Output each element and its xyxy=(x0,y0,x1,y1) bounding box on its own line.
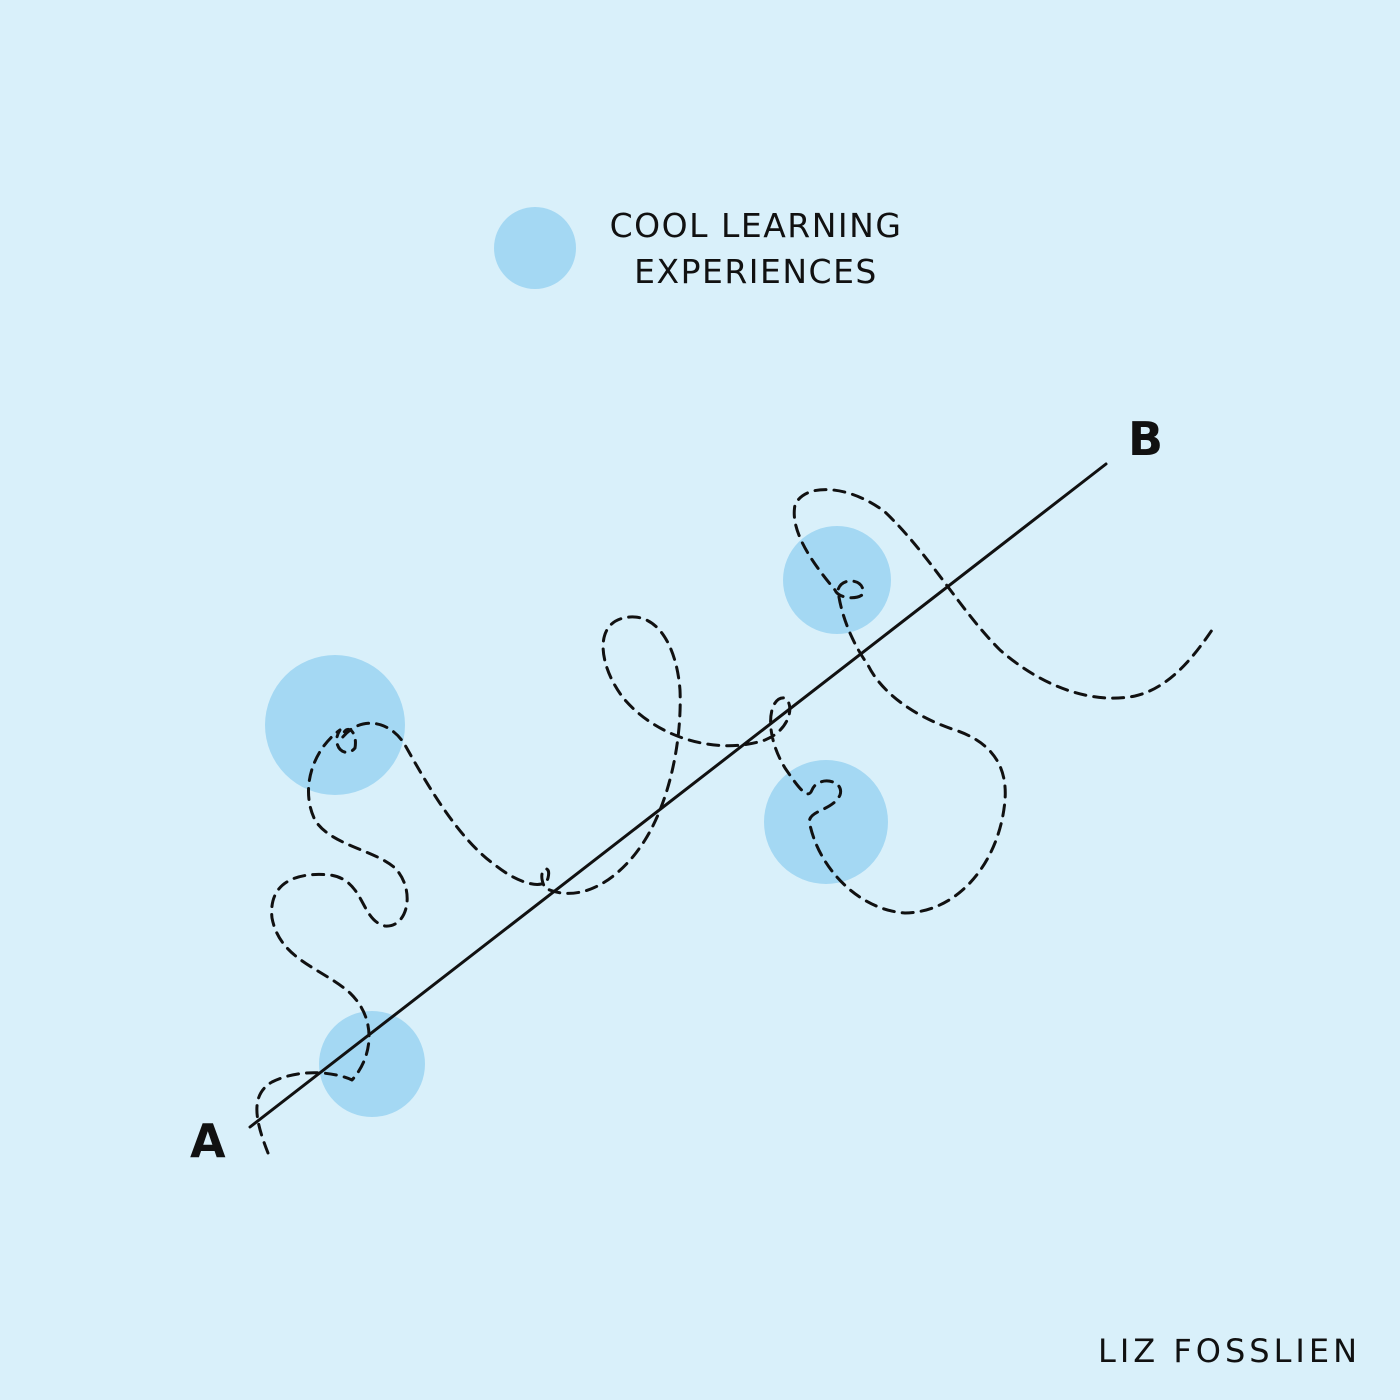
wandering-path xyxy=(255,488,1214,1155)
legend-line-1: COOL LEARNING xyxy=(609,206,903,245)
artist-signature: LIZ FOSSLIEN xyxy=(1098,1332,1361,1370)
direct-path-line xyxy=(248,462,1108,1129)
legend-label: COOL LEARNING EXPERIENCES xyxy=(596,203,916,295)
learning-bubble xyxy=(783,526,891,634)
learning-experience-bubbles xyxy=(265,526,891,1117)
point-a-label: A xyxy=(190,1114,226,1168)
legend-bubble xyxy=(494,207,576,289)
learning-bubble xyxy=(319,1011,425,1117)
legend-line-2: EXPERIENCES xyxy=(634,252,878,291)
point-b-label: B xyxy=(1128,412,1164,466)
learning-bubble xyxy=(265,655,405,795)
learning-bubble xyxy=(764,760,888,884)
